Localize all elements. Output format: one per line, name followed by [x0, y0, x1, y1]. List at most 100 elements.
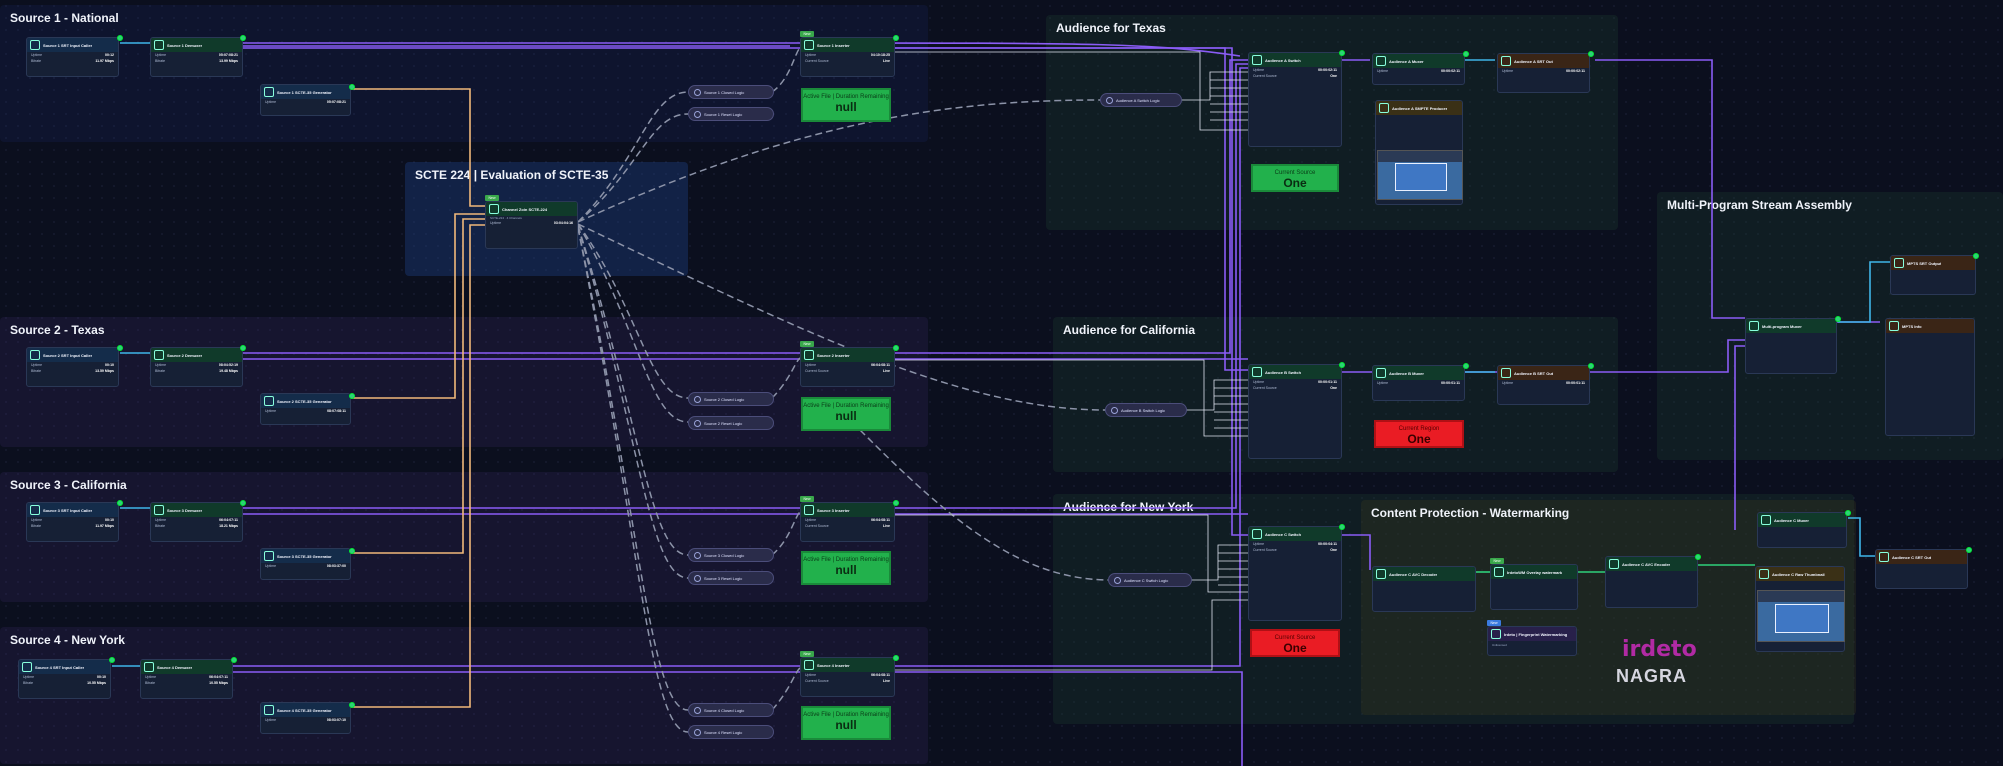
source2-closed-logic-node[interactable]: Source 2 Closed Logic — [688, 392, 774, 406]
wire-logic-switchA — [1180, 71, 1248, 121]
generator-icon — [264, 396, 274, 406]
audience-c-switch-logic-node[interactable]: Audience C Switch Logic — [1108, 573, 1192, 587]
info-icon — [1889, 321, 1899, 331]
connector-dot — [349, 393, 355, 399]
connector-dot — [1835, 316, 1841, 322]
new-badge: New — [800, 651, 814, 657]
connector-dot — [893, 655, 899, 661]
nagra-logo: NAGRA — [1616, 666, 1687, 686]
switch-icon — [1252, 367, 1262, 377]
mpts-srt-output-node[interactable]: MPTS SRT Output — [1890, 255, 1976, 295]
protection-encoder-node[interactable]: Audience C AVC Encoder — [1605, 556, 1698, 608]
connector-dot — [1463, 51, 1469, 57]
logic-icon — [1106, 96, 1113, 104]
new-badge: New — [1490, 558, 1504, 564]
logic-icon — [694, 728, 701, 736]
wire-logic-ins3 — [771, 511, 801, 556]
connector-dot — [1339, 362, 1345, 368]
wire-logic-ins1 — [771, 47, 801, 93]
output-icon — [1879, 552, 1889, 562]
wire-scte-l1 — [577, 91, 689, 223]
protection-decoder-node[interactable]: Audience C AVC Decoder — [1372, 566, 1476, 612]
input-icon — [30, 40, 40, 50]
source4-closed-logic-node[interactable]: Source 4 Closed Logic — [688, 703, 774, 717]
wire-src1-switchA — [242, 42, 1241, 57]
connector-dot — [893, 35, 899, 41]
input-icon — [30, 350, 40, 360]
source3-reset-logic-node[interactable]: Source 3 Reset Logic — [688, 571, 774, 585]
mpts-muxer-node[interactable]: Multi-program Muxer — [1745, 318, 1837, 374]
inserter-icon — [804, 505, 814, 515]
wire-src2-main — [242, 59, 1248, 354]
wire-logic-switchB — [1185, 379, 1248, 429]
source2-reset-logic-node[interactable]: Source 2 Reset Logic — [688, 416, 774, 430]
decoder-icon — [1376, 569, 1386, 579]
new-badge: New — [800, 31, 814, 37]
connector-dot — [1845, 510, 1851, 516]
wire-scte-l8 — [577, 227, 689, 733]
source1-reset-logic-node[interactable]: Source 1 Reset Logic — [688, 107, 774, 121]
new-badge: New — [485, 195, 499, 201]
logic-icon — [694, 706, 701, 714]
connector-dot — [231, 657, 237, 663]
source1-closed-logic-node[interactable]: Source 1 Closed Logic — [688, 85, 774, 99]
source3-closed-logic-node[interactable]: Source 3 Closed Logic — [688, 548, 774, 562]
inserter-icon — [804, 40, 814, 50]
audience-a-thumbnail — [1377, 150, 1463, 200]
wire-mpts-srtout — [1838, 261, 1890, 323]
protection-watermark-node[interactable]: IrdetoWM Overlay watermark — [1490, 564, 1578, 610]
scte-icon — [489, 204, 499, 214]
audience-a-switch-logic-node[interactable]: Audience A Switch Logic — [1100, 93, 1182, 107]
logic-icon — [694, 110, 701, 118]
wire-switchA-mpts — [1595, 59, 1745, 319]
audience-b-switch-logic-node[interactable]: Audience B Switch Logic — [1105, 403, 1187, 417]
input-icon — [30, 505, 40, 515]
audience-c-muxer-node[interactable]: Audience C Muxer — [1757, 512, 1847, 548]
output-icon — [1501, 56, 1511, 66]
connector-dot — [1463, 363, 1469, 369]
mpts-info-node[interactable]: MPTS Info — [1885, 318, 1975, 436]
logic-icon — [694, 574, 701, 582]
source4-reset-logic-node[interactable]: Source 4 Reset Logic — [688, 725, 774, 739]
watermark-icon — [1494, 567, 1504, 577]
wire-ins-to-switches — [895, 51, 1248, 671]
wire-logic-ins4 — [771, 667, 801, 711]
generator-icon — [264, 705, 274, 715]
demux-icon — [144, 662, 154, 672]
audience-c-srt-out-node[interactable]: Audience C SRT Out — [1875, 549, 1968, 589]
logic-icon — [694, 395, 701, 403]
inserter-icon — [804, 350, 814, 360]
